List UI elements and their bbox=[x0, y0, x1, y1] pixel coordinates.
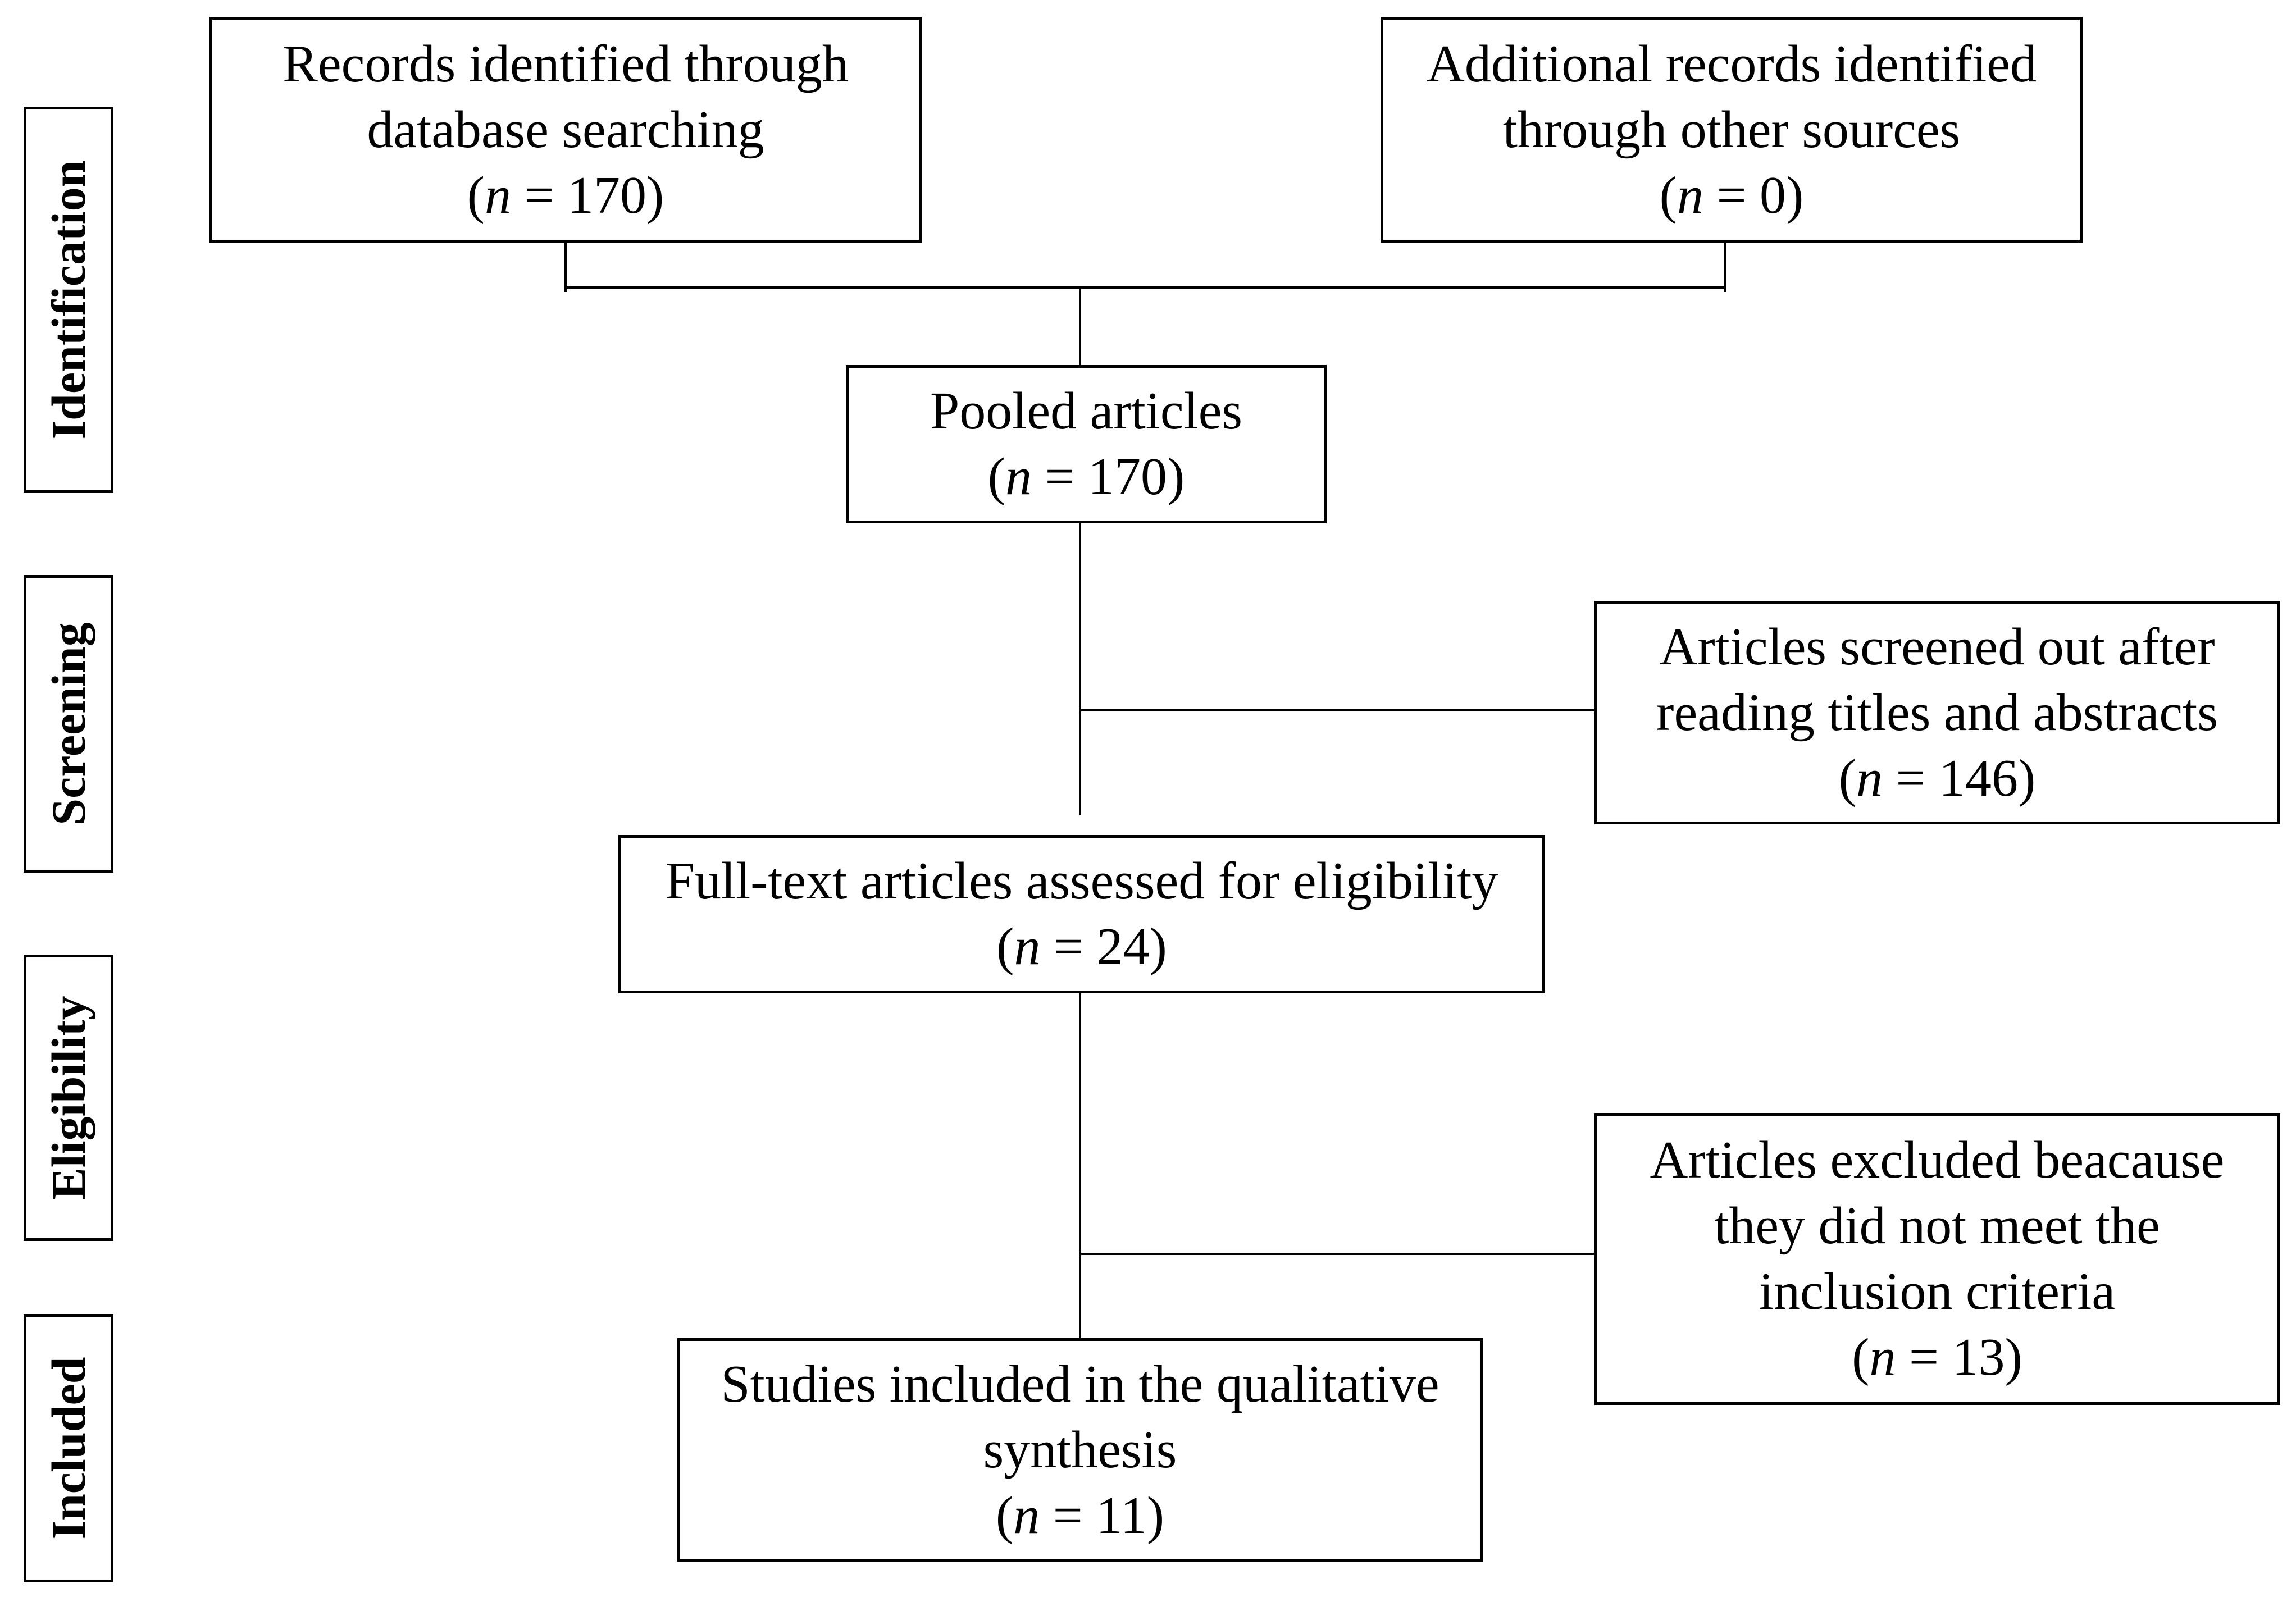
full-text-n-symbol: n bbox=[1014, 918, 1041, 976]
included-studies-line-2: synthesis bbox=[983, 1420, 1177, 1479]
stage-included: Included bbox=[24, 1314, 113, 1582]
database-records-count: (n = 170) bbox=[467, 166, 664, 225]
included-studies-n-value: = 11 bbox=[1053, 1486, 1147, 1545]
other-records-line-2: through other sources bbox=[1502, 100, 1961, 159]
excluded-line-2: they did not meet the bbox=[1714, 1197, 2160, 1255]
excluded-n-symbol: n bbox=[1869, 1328, 1896, 1386]
excluded-line-3: inclusion criteria bbox=[1759, 1262, 2116, 1321]
pooled-articles-box: Pooled articles (n = 170) bbox=[846, 365, 1327, 523]
database-records-box: Records identified through database sear… bbox=[209, 17, 922, 243]
excluded-line-1: Articles excluded beacause bbox=[1650, 1131, 2225, 1189]
other-records-n-symbol: n bbox=[1677, 166, 1703, 225]
full-text-n-value: = 24 bbox=[1053, 918, 1150, 976]
database-records-line-1: Records identified through bbox=[283, 34, 849, 93]
screened-out-box: Articles screened out after reading titl… bbox=[1594, 601, 2280, 824]
stage-screening: Screening bbox=[24, 575, 113, 873]
stage-identification: Identification bbox=[24, 107, 113, 493]
screened-out-line-1: Articles screened out after bbox=[1659, 617, 2215, 676]
included-studies-line-1: Studies included in the qualitative bbox=[721, 1354, 1439, 1413]
excluded-n-value: = 13 bbox=[1908, 1328, 2005, 1386]
full-text-count: (n = 24) bbox=[996, 918, 1167, 976]
full-text-box: Full-text articles assessed for eligibil… bbox=[618, 835, 1545, 993]
pooled-articles-n-symbol: n bbox=[1005, 448, 1032, 506]
database-records-n-symbol: n bbox=[484, 166, 511, 225]
included-studies-n-symbol: n bbox=[1013, 1486, 1040, 1545]
screened-out-n-symbol: n bbox=[1856, 749, 1883, 807]
stage-eligibility: Eligibility bbox=[24, 955, 113, 1241]
other-records-n-value: = 0 bbox=[1716, 166, 1786, 225]
other-records-count: (n = 0) bbox=[1659, 166, 1804, 225]
other-records-box: Additional records identified through ot… bbox=[1381, 17, 2083, 243]
pooled-articles-count: (n = 170) bbox=[987, 448, 1185, 506]
excluded-count: (n = 13) bbox=[1852, 1328, 2022, 1386]
included-studies-count: (n = 11) bbox=[995, 1486, 1165, 1545]
screened-out-n-value: = 146 bbox=[1896, 749, 2018, 807]
excluded-box: Articles excluded beacause they did not … bbox=[1594, 1113, 2280, 1405]
pooled-articles-n-value: = 170 bbox=[1045, 448, 1167, 506]
screened-out-line-2: reading titles and abstracts bbox=[1656, 683, 2218, 742]
pooled-articles-line-1: Pooled articles bbox=[930, 382, 1242, 440]
database-records-n-value: = 170 bbox=[524, 166, 646, 225]
screened-out-count: (n = 146) bbox=[1838, 749, 2036, 807]
full-text-line-1: Full-text articles assessed for eligibil… bbox=[665, 852, 1498, 910]
other-records-line-1: Additional records identified bbox=[1427, 34, 2037, 93]
included-studies-box: Studies included in the qualitative synt… bbox=[677, 1338, 1483, 1562]
database-records-line-2: database searching bbox=[367, 100, 764, 159]
